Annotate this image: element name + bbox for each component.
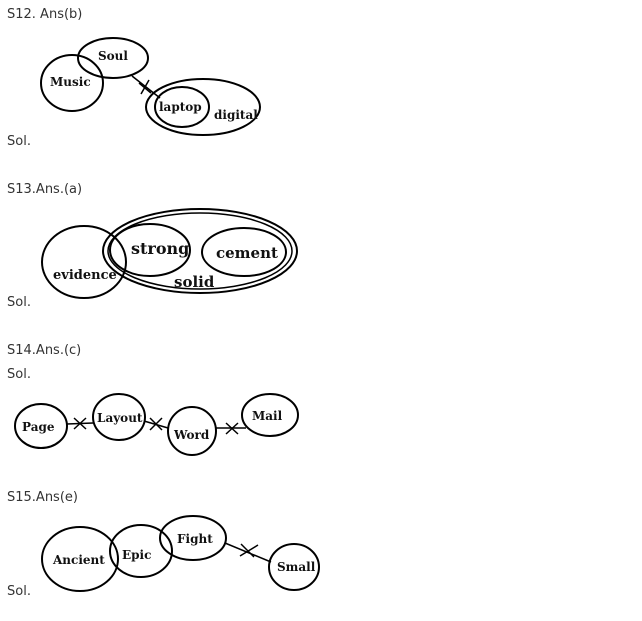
s12-digital-text: digital xyxy=(214,108,258,122)
s14-mail-text: Mail xyxy=(252,409,283,423)
s12-laptop-circle xyxy=(154,86,210,128)
s13-strong-circle xyxy=(109,223,191,277)
s14-page-text: Page xyxy=(22,420,55,434)
s15-diagram: Ancient Epic Fight Small xyxy=(41,515,320,592)
s12-digital-circle xyxy=(145,78,261,136)
s14-cross-2b xyxy=(149,417,163,431)
s14-diagram: Page Layout Word Mail xyxy=(14,393,299,456)
s15-cross-b xyxy=(239,544,259,557)
s15-small-circle xyxy=(268,543,320,591)
s15-cross-a xyxy=(240,543,255,558)
s15-ancient-text: Ancient xyxy=(52,553,105,567)
s14-sol-label: Sol. xyxy=(7,367,31,382)
s13-evidence-text: evidence xyxy=(53,268,117,283)
s13-diagram: evidence strong cement solid xyxy=(41,208,298,299)
s13-evidence-circle xyxy=(41,225,127,299)
s15-epic-circle xyxy=(109,524,173,578)
s12-music-text: Music xyxy=(50,75,91,89)
s15-sol-label: Sol. xyxy=(7,584,31,599)
s14-word-circle xyxy=(167,406,217,456)
s14-page-circle xyxy=(14,403,68,449)
s12-cross-mark-b xyxy=(140,79,150,95)
s12-soul-circle xyxy=(77,37,149,79)
s13-cement-text: cement xyxy=(216,244,278,262)
s15-fight-circle xyxy=(159,515,227,561)
s15-answer-label: S15.Ans(e) xyxy=(7,490,78,505)
s13-cement-circle xyxy=(201,227,287,277)
s12-soul-text: Soul xyxy=(98,49,128,63)
s14-answer-label: S14.Ans.(c) xyxy=(7,343,82,358)
s12-laptop-text: laptop xyxy=(159,100,202,114)
s12-music-circle xyxy=(40,54,104,112)
s15-fight-text: Fight xyxy=(177,532,213,546)
s14-mail-circle xyxy=(241,393,299,437)
s15-small-text: Small xyxy=(277,560,316,574)
s12-diagram: Music Soul laptop digital xyxy=(40,37,261,136)
s14-cross-1b xyxy=(73,417,87,430)
s12-connector-line xyxy=(131,75,161,99)
s12-answer-label: S12. Ans(b) xyxy=(7,7,83,22)
s14-cross-3b xyxy=(225,422,239,435)
s13-strong-text: strong xyxy=(131,239,189,258)
s14-layout-text: Layout xyxy=(97,411,143,425)
s13-sol-label: Sol. xyxy=(7,295,31,310)
s14-layout-circle xyxy=(92,393,146,441)
s14-word-text: Word xyxy=(173,428,210,442)
s13-answer-label: S13.Ans.(a) xyxy=(7,182,83,197)
s13-solid-text: solid xyxy=(174,273,215,291)
s15-epic-text: Epic xyxy=(122,548,151,562)
s13-solid-outer-circle xyxy=(102,208,298,294)
s12-sol-label: Sol. xyxy=(7,134,31,149)
s15-fight-small-line xyxy=(224,542,272,563)
s15-ancient-circle xyxy=(41,526,119,592)
s13-solid-inner-circle xyxy=(107,212,293,290)
